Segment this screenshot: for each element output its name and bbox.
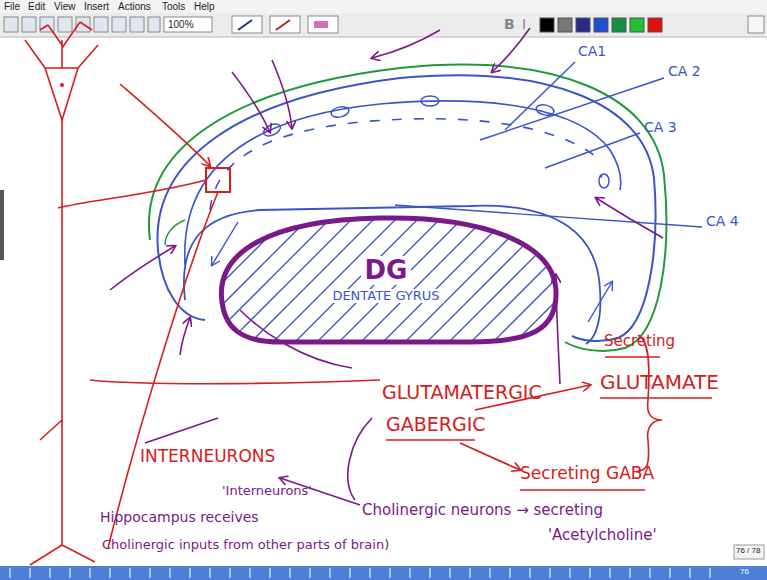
menu-item: Tools bbox=[162, 1, 185, 12]
dentate-gyrus-region: DG DENTATE GYRUS bbox=[210, 212, 562, 347]
menu-item: Edit bbox=[28, 1, 45, 12]
menu-item: View bbox=[54, 1, 76, 12]
region-abbreviation: DG bbox=[361, 256, 412, 285]
region-name: DENTATE GYRUS bbox=[328, 289, 443, 303]
handwritten-note: 'Interneurons' bbox=[222, 484, 312, 498]
page-number: 76 bbox=[740, 568, 749, 577]
handwritten-note: Hippocampus receives bbox=[100, 510, 259, 525]
menu-item: File bbox=[4, 1, 20, 12]
region-label: CA 2 bbox=[668, 64, 701, 79]
menu-item: Help bbox=[194, 1, 215, 12]
page-counter: 76 / 78 bbox=[736, 547, 760, 556]
menu-item: Actions bbox=[118, 1, 151, 12]
zoom-value: 100% bbox=[168, 19, 194, 30]
region-label: CA 4 bbox=[706, 214, 739, 229]
italic-button: I bbox=[522, 17, 526, 32]
region-label: CA1 bbox=[578, 44, 606, 59]
handwritten-note: Cholinergic inputs from other parts of b… bbox=[102, 538, 389, 552]
handwritten-note: GLUTAMATERGIC bbox=[382, 382, 542, 403]
bold-button: B bbox=[504, 17, 515, 32]
handwritten-note: Secreting GABA bbox=[520, 464, 654, 483]
handwritten-note: Secreting bbox=[604, 333, 675, 350]
handwritten-note: GABERGIC bbox=[386, 414, 486, 435]
handwritten-note: 'Acetylcholine' bbox=[548, 527, 657, 544]
handwritten-note: INTERNEURONS bbox=[140, 447, 275, 466]
handwritten-note: GLUTAMATE bbox=[600, 371, 719, 393]
region-label: CA 3 bbox=[644, 120, 677, 135]
handwritten-note: Cholinergic neurons → secreting bbox=[362, 502, 603, 519]
menu-item: Insert bbox=[84, 1, 109, 12]
